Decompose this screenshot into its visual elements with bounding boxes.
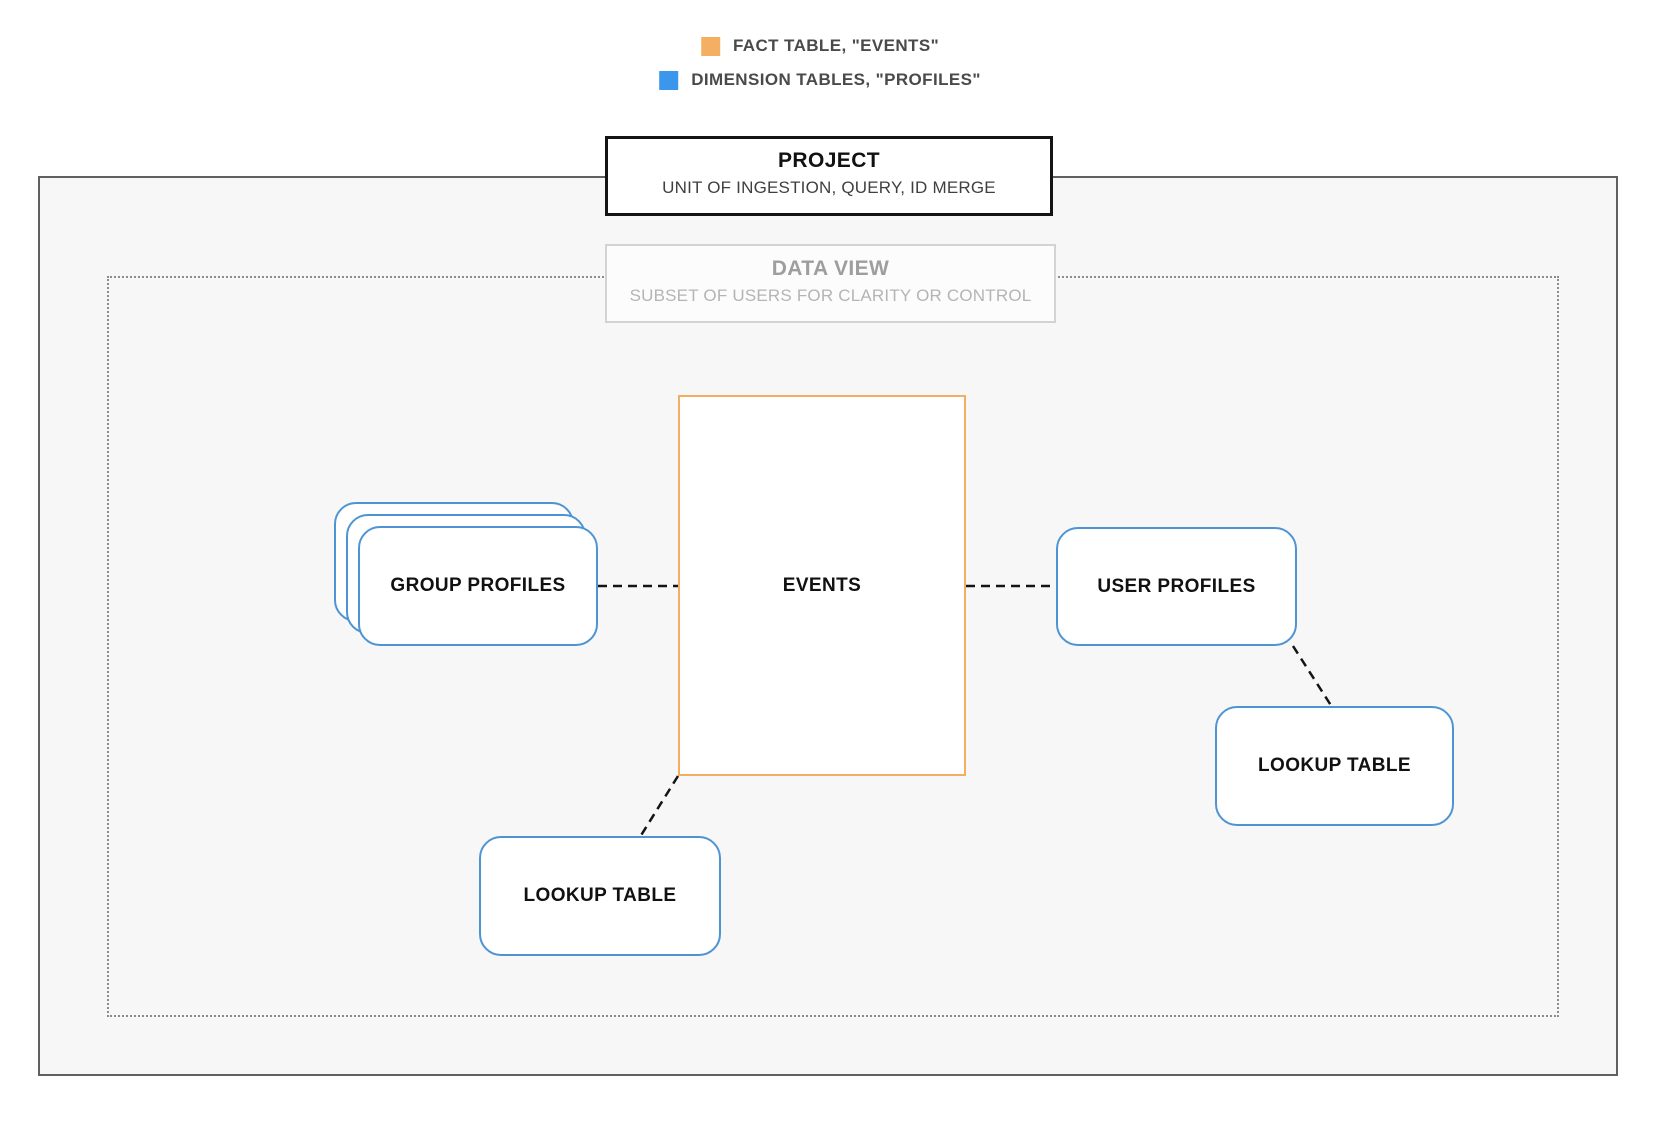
project-subtitle: UNIT OF INGESTION, QUERY, ID MERGE	[662, 178, 996, 197]
dimension-tables-swatch-icon	[659, 70, 679, 90]
group-profiles-node-label: GROUP PROFILES	[390, 575, 566, 596]
legend-item-label: DIMENSION TABLES, "PROFILES"	[691, 70, 981, 89]
events-node-label: EVENTS	[782, 574, 862, 596]
events-node: EVENTS	[678, 395, 966, 776]
data-view-title: DATA VIEW	[771, 257, 890, 280]
lookup-table-right-node-label: LOOKUP TABLE	[1258, 755, 1411, 776]
group-profiles-node: GROUP PROFILES	[358, 526, 598, 646]
project-title: PROJECT	[778, 149, 880, 172]
connector-user-profiles-lookup-table	[1291, 645, 1334, 708]
lookup-table-bottom-node: LOOKUP TABLE	[479, 836, 721, 956]
legend-item-dimension-tables: DIMENSION TABLES, "PROFILES"	[659, 70, 981, 90]
fact-table-swatch-icon	[700, 36, 720, 56]
legend-item-label: FACT TABLE, "EVENTS"	[732, 36, 940, 55]
user-profiles-node: USER PROFILES	[1056, 527, 1297, 646]
lookup-table-bottom-node-label: LOOKUP TABLE	[523, 885, 677, 906]
connector-events-lookup-table	[638, 775, 680, 838]
lookup-table-right-node: LOOKUP TABLE	[1215, 706, 1454, 826]
legend-item-fact-table: FACT TABLE, "EVENTS"	[659, 36, 981, 56]
data-view-subtitle: SUBSET OF USERS FOR CLARITY OR CONTROL	[629, 286, 1032, 305]
legend: FACT TABLE, "EVENTS" DIMENSION TABLES, "…	[659, 36, 981, 104]
user-profiles-node-label: USER PROFILES	[1097, 575, 1256, 597]
data-view-header-box: DATA VIEW SUBSET OF USERS FOR CLARITY OR…	[605, 244, 1056, 323]
project-header-box: PROJECT UNIT OF INGESTION, QUERY, ID MER…	[605, 136, 1053, 216]
